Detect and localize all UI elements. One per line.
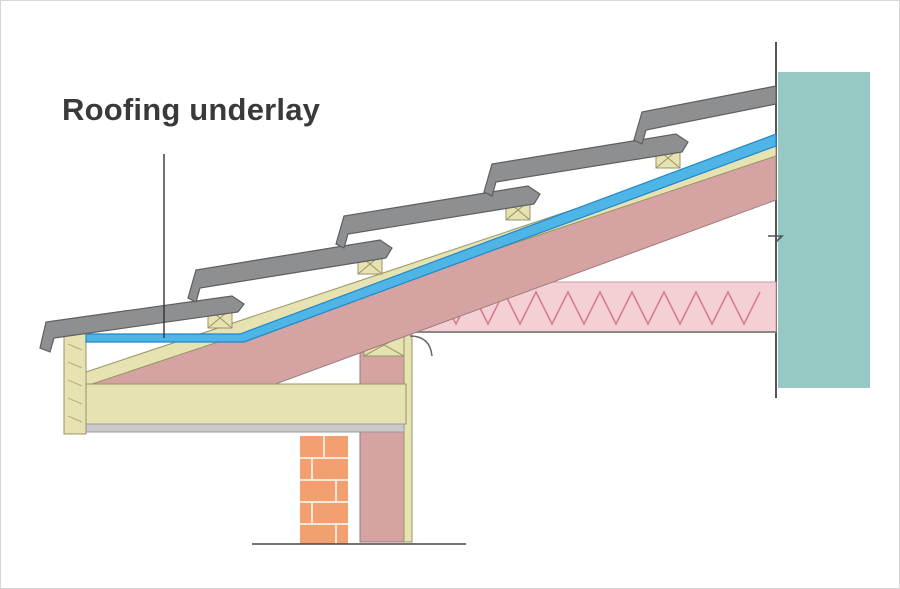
ceiling-lining [83, 423, 405, 433]
ceiling-bracket [409, 335, 433, 357]
roof-tiles [39, 85, 777, 353]
fascia-grain [67, 343, 83, 423]
post-edge-strip [403, 329, 413, 543]
wall-tie-mark [768, 235, 784, 243]
masonry-wall [778, 72, 870, 388]
roof-tile-4 [483, 133, 689, 197]
callout-label-roofing-underlay: Roofing underlay [62, 92, 321, 127]
timber-post [359, 329, 407, 543]
roof-tile-5 [633, 85, 777, 145]
tie-beam [83, 383, 407, 425]
roof-tile-3 [335, 185, 541, 249]
brick-wall [300, 436, 348, 544]
roof-tile-2 [187, 239, 393, 303]
roofing-underlay [85, 133, 777, 343]
roof-tile-1 [39, 295, 245, 353]
